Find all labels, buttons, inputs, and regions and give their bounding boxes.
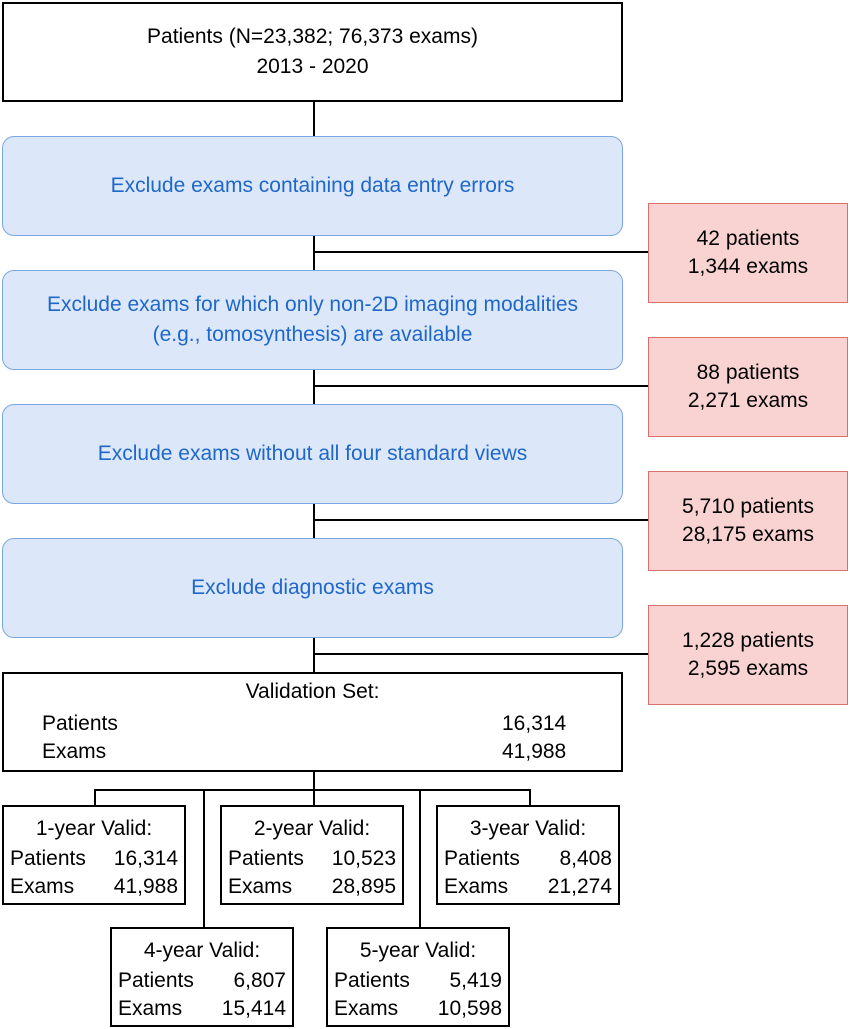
subset-box-4-year: 4-year Valid: Patients 6,807 Exams 15,41…	[110, 927, 294, 1027]
step-box-data-entry-errors: Exclude exams containing data entry erro…	[2, 136, 623, 236]
subset-exams-value: 10,598	[437, 997, 502, 1020]
connector-line	[313, 504, 315, 538]
validation-patients-value: 16,314	[502, 712, 567, 735]
excluded-exams: 2,595 exams	[687, 657, 809, 680]
step-box-four-views: Exclude exams without all four standard …	[2, 404, 623, 504]
subset-box-2-year: 2-year Valid: Patients 10,523 Exams 28,8…	[220, 805, 404, 905]
subset-patients-label: Patients	[118, 969, 194, 992]
excluded-patients: 42 patients	[696, 227, 800, 250]
branch-line	[314, 519, 648, 521]
subset-patients-label: Patients	[444, 847, 520, 870]
subset-title: 5-year Valid:	[359, 939, 477, 962]
subset-patients-value: 10,523	[331, 847, 396, 870]
subset-patients-value: 6,807	[233, 969, 286, 992]
subset-title: 4-year Valid:	[143, 939, 261, 962]
excluded-box-4: 1,228 patients 2,595 exams	[648, 605, 848, 705]
excluded-box-3: 5,710 patients 28,175 exams	[648, 471, 848, 571]
branch-line	[314, 251, 648, 253]
excluded-exams: 1,344 exams	[687, 255, 809, 278]
subset-exams-value: 41,988	[113, 875, 178, 898]
subset-exams-value: 15,414	[221, 997, 286, 1020]
connector-line	[313, 370, 315, 404]
validation-exams-value: 41,988	[502, 740, 567, 763]
excluded-patients: 5,710 patients	[682, 495, 814, 518]
start-line1: Patients (N=23,382; 76,373 exams)	[147, 25, 478, 48]
branch-line	[94, 789, 530, 791]
start-box: Patients (N=23,382; 76,373 exams) 2013 -…	[2, 2, 623, 102]
connector-line	[313, 102, 315, 136]
validation-title: Validation Set:	[245, 680, 380, 703]
subset-patients-label: Patients	[334, 969, 410, 992]
excluded-exams: 2,271 exams	[687, 389, 809, 412]
validation-patients-label: Patients	[42, 712, 118, 735]
subset-box-5-year: 5-year Valid: Patients 5,419 Exams 10,59…	[326, 927, 510, 1027]
subset-title: 2-year Valid:	[253, 817, 371, 840]
connector-line	[313, 638, 315, 672]
connector-line	[313, 789, 315, 805]
subset-box-3-year: 3-year Valid: Patients 8,408 Exams 21,27…	[436, 805, 620, 905]
connector-line	[313, 772, 315, 790]
subset-exams-label: Exams	[444, 875, 509, 898]
branch-line	[314, 385, 648, 387]
subset-exams-label: Exams	[334, 997, 399, 1020]
connector-line	[313, 236, 315, 270]
step-box-diagnostic-exams: Exclude diagnostic exams	[2, 538, 623, 638]
validation-set-box: Validation Set: Patients 16,314 Exams 41…	[2, 672, 623, 772]
subset-patients-label: Patients	[10, 847, 86, 870]
excluded-box-2: 88 patients 2,271 exams	[648, 337, 848, 437]
connector-line	[203, 789, 205, 927]
excluded-exams: 28,175 exams	[682, 523, 814, 546]
subset-exams-value: 21,274	[547, 875, 612, 898]
connector-line	[529, 789, 531, 805]
subset-exams-value: 28,895	[331, 875, 396, 898]
connector-line	[419, 789, 421, 927]
subset-patients-value: 8,408	[559, 847, 612, 870]
subset-patients-value: 5,419	[449, 969, 502, 992]
subset-title: 3-year Valid:	[469, 817, 587, 840]
step-label: Exclude exams without all four standard …	[97, 442, 528, 465]
subset-exams-label: Exams	[228, 875, 293, 898]
subset-exams-label: Exams	[10, 875, 75, 898]
connector-line	[94, 789, 96, 805]
subset-exams-label: Exams	[118, 997, 183, 1020]
subset-box-1-year: 1-year Valid: Patients 16,314 Exams 41,9…	[2, 805, 186, 905]
validation-exams-label: Exams	[42, 740, 107, 763]
step-label: Exclude exams containing data entry erro…	[110, 174, 515, 197]
step-label: Exclude diagnostic exams	[191, 576, 434, 599]
subset-patients-label: Patients	[228, 847, 304, 870]
excluded-patients: 88 patients	[696, 361, 800, 384]
excluded-patients: 1,228 patients	[682, 629, 814, 652]
step-label: Exclude exams for which only non-2D imag…	[46, 293, 579, 346]
subset-patients-value: 16,314	[113, 847, 178, 870]
step-box-non-2d-modalities: Exclude exams for which only non-2D imag…	[2, 270, 623, 370]
excluded-box-1: 42 patients 1,344 exams	[648, 203, 848, 303]
branch-line	[314, 653, 648, 655]
start-line2: 2013 - 2020	[256, 55, 369, 78]
subset-title: 1-year Valid:	[35, 817, 153, 840]
